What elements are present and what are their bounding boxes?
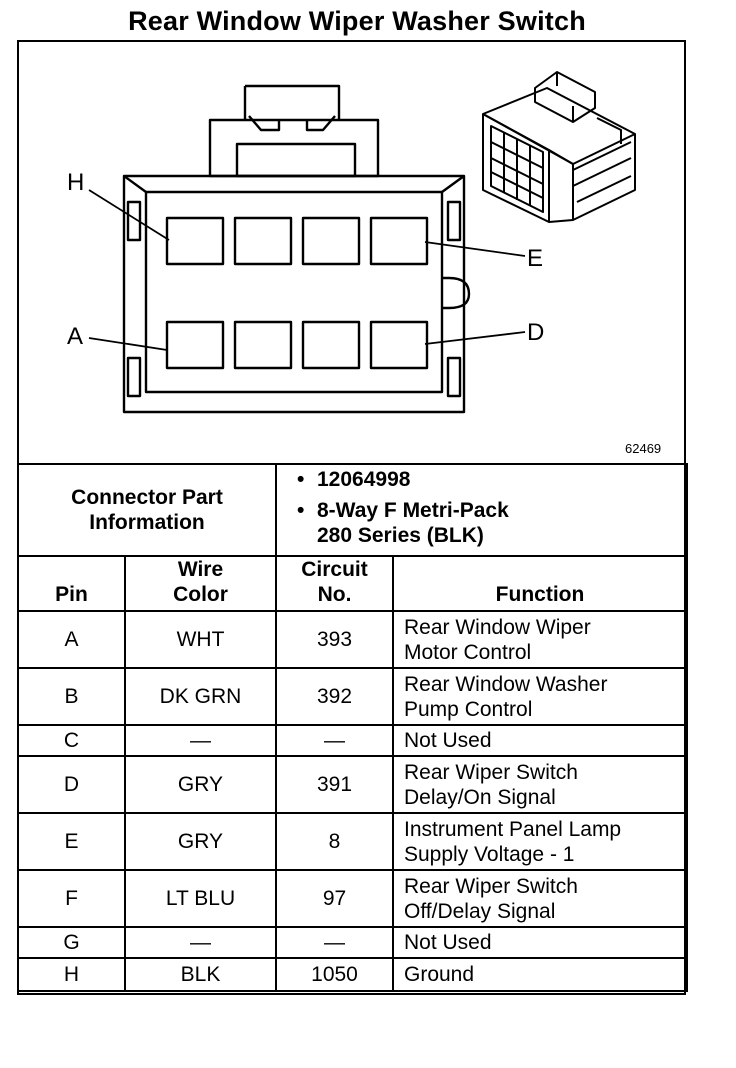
- header-function: Function: [392, 555, 688, 612]
- wire-color-cell: GRY: [124, 755, 277, 814]
- circuit-cell: 392: [275, 667, 394, 726]
- circuit-cell: 97: [275, 869, 394, 928]
- leader-d: [424, 331, 526, 345]
- function-cell: Not Used: [392, 926, 688, 959]
- table-row: C — — Not Used: [17, 724, 688, 757]
- tab-left-lower: [126, 356, 142, 398]
- circuit-cell: 391: [275, 755, 394, 814]
- pin-cell: C: [17, 724, 126, 757]
- circuit-cell: —: [275, 724, 394, 757]
- pin-label-a: A: [67, 323, 83, 350]
- pin-label-h: H: [67, 169, 84, 196]
- pin-cell: E: [17, 812, 126, 871]
- wire-color-cell: GRY: [124, 812, 277, 871]
- wire-color-cell: BLK: [124, 957, 277, 992]
- connector-info-label: Connector Part Information: [17, 463, 277, 557]
- pin-label-e: E: [527, 245, 543, 272]
- function-cell: Ground: [392, 957, 688, 992]
- pinout-table: Connector Part Information •12064998 •8-…: [17, 463, 688, 992]
- wire-color-cell: DK GRN: [124, 667, 277, 726]
- pin-cell: F: [17, 869, 126, 928]
- cavity-h: [165, 216, 225, 266]
- latch-detail: [248, 115, 336, 132]
- outer-frame: [17, 40, 686, 995]
- header-pin: Pin: [17, 555, 126, 612]
- circuit-cell: 1050: [275, 957, 394, 992]
- wire-color-cell: —: [124, 724, 277, 757]
- cavity-c: [301, 320, 361, 370]
- function-cell: Not Used: [392, 724, 688, 757]
- circuit-cell: 393: [275, 610, 394, 669]
- wire-color-cell: LT BLU: [124, 869, 277, 928]
- leader-e: [424, 241, 526, 257]
- tab-right-lower: [446, 356, 462, 398]
- housing-inner: [144, 190, 444, 394]
- pin-label-d: D: [527, 319, 544, 346]
- connector-diagram: H E A D 62469: [17, 40, 686, 464]
- tab-right-upper: [446, 200, 462, 242]
- cavity-b: [233, 320, 293, 370]
- cavity-e: [369, 216, 429, 266]
- circuit-cell: —: [275, 926, 394, 959]
- pin-cell: A: [17, 610, 126, 669]
- connector-isometric: [482, 71, 636, 223]
- housing-outer: [122, 174, 466, 414]
- connector-face-drawing: H E A D 62469: [67, 71, 661, 456]
- pin-cell: B: [17, 667, 126, 726]
- table-row: G — — Not Used: [17, 926, 688, 959]
- cavity-a: [165, 320, 225, 370]
- page-title: Rear Window Wiper Washer Switch: [128, 6, 586, 36]
- leader-h: [88, 189, 170, 241]
- cavity-g: [233, 216, 293, 266]
- pin-cell: G: [17, 926, 126, 959]
- housing-notch: [442, 276, 471, 310]
- cavity-f: [301, 216, 361, 266]
- latch-top: [243, 84, 341, 120]
- part-number: •12064998: [297, 468, 411, 491]
- cavity-d: [369, 320, 429, 370]
- leader-a: [88, 337, 168, 351]
- connector-info-row: Connector Part Information •12064998 •8-…: [17, 463, 688, 557]
- wire-color-cell: WHT: [124, 610, 277, 669]
- circuit-cell: 8: [275, 812, 394, 871]
- table-row: H BLK 1050 Ground: [17, 957, 688, 992]
- wire-color-cell: —: [124, 926, 277, 959]
- housing-corner-tr: [441, 175, 465, 193]
- figure-number: 62469: [625, 441, 661, 456]
- pin-cell: H: [17, 957, 126, 992]
- housing-corner-tl: [123, 175, 147, 193]
- pin-cell: D: [17, 755, 126, 814]
